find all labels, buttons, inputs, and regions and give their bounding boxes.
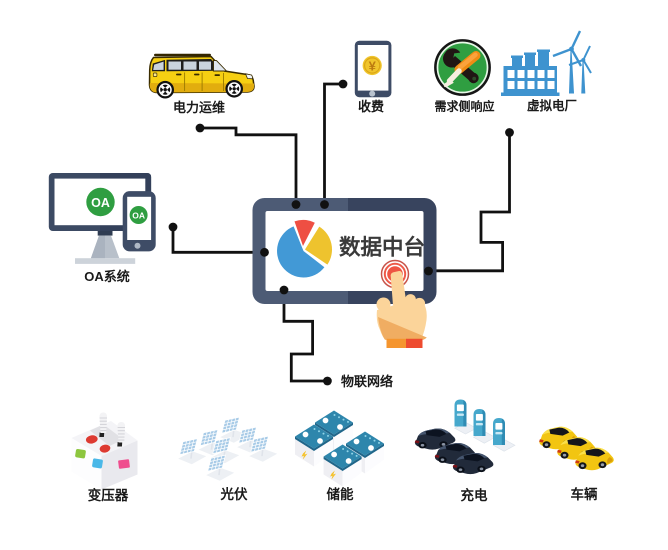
svg-text:OA系统: OA系统	[84, 269, 130, 284]
svg-text:物联网络: 物联网络	[341, 374, 393, 389]
svg-text:数据中台: 数据中台	[339, 235, 425, 260]
svg-text:¥: ¥	[369, 59, 377, 74]
svg-text:OA: OA	[91, 196, 110, 210]
svg-text:OA: OA	[132, 210, 145, 220]
svg-text:光伏: 光伏	[220, 486, 248, 502]
svg-text:储能: 储能	[326, 486, 354, 502]
svg-text:车辆: 车辆	[571, 486, 599, 502]
svg-text:电力运维: 电力运维	[173, 100, 225, 115]
svg-text:需求侧响应: 需求侧响应	[434, 99, 494, 114]
svg-text:充电: 充电	[461, 487, 488, 503]
svg-text:收费: 收费	[358, 99, 384, 114]
svg-text:虚拟电厂: 虚拟电厂	[527, 98, 577, 113]
svg-text:变压器: 变压器	[88, 487, 129, 503]
